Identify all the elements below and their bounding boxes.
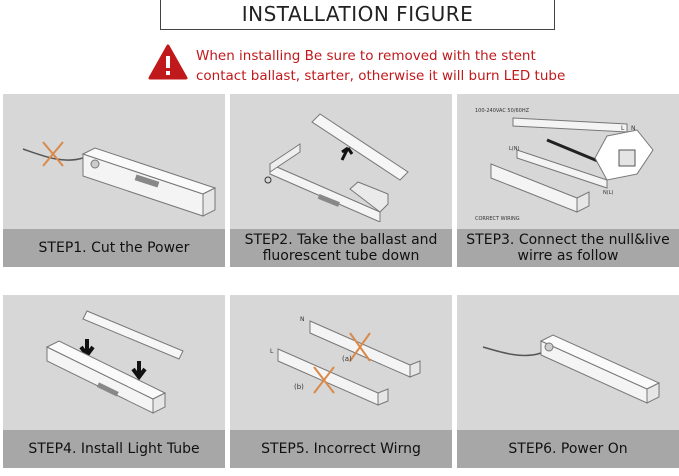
wiring-nl-label: N(L) (603, 190, 613, 196)
step-6-card: STEP6. Power On (457, 295, 679, 468)
wrong-l-label: L (270, 348, 274, 355)
cut-power-illustration (22, 141, 217, 217)
step-4-card: STEP4. Install Light Tube (3, 295, 225, 468)
step-3-card: 100-240VAC 50/60HZ N L L(N) N(L) CORRECT… (457, 94, 679, 267)
remove-ballast-illustration (264, 113, 409, 222)
step-5-label: STEP5. Incorrect Wirng (261, 441, 421, 457)
step-1-label: STEP1. Cut the Power (38, 240, 190, 256)
warning-triangle-icon (148, 44, 188, 80)
step-6-label: STEP6. Power On (508, 441, 628, 457)
step-1-card: STEP1. Cut the Power (3, 94, 225, 267)
step-3-label: STEP3. Connect the null&live wirre as fo… (466, 232, 670, 264)
step-2-label: STEP2. Take the ballast and fluorescent … (244, 232, 438, 264)
wrong-n-label: N (300, 316, 305, 323)
wiring-n-label: N (631, 125, 636, 132)
wiring-ln-label: L(N) (509, 146, 519, 152)
wiring-footer: CORRECT WIRING (475, 216, 520, 222)
page-title: INSTALLATION FIGURE (231, 2, 484, 26)
title-border (160, 0, 555, 30)
wrong-b-label: (b) (294, 383, 304, 391)
incorrect-wiring-illustration: (a) (b) N L (270, 316, 421, 406)
step-2-card: STEP2. Take the ballast and fluorescent … (230, 94, 452, 267)
warning-line-1: When installing Be sure to removed with … (196, 48, 536, 64)
wiring-l-label: L (621, 125, 625, 132)
title-frame: INSTALLATION FIGURE (160, 0, 555, 30)
correct-wiring-illustration: 100-240VAC 50/60HZ N L L(N) N(L) CORRECT… (475, 108, 654, 222)
wrong-a-label: (a) (342, 355, 352, 363)
install-tube-illustration (45, 310, 184, 414)
wiring-header: 100-240VAC 50/60HZ (475, 108, 530, 114)
warning-line-2: contact ballast, starter, otherwise it w… (196, 68, 566, 84)
step-4-label: STEP4. Install Light Tube (28, 441, 200, 457)
power-on-illustration (482, 334, 661, 404)
warning-text: When installing Be sure to removed with … (196, 46, 565, 86)
step-5-card: (a) (b) N L STEP5. Incorrect Wirng (230, 295, 452, 468)
